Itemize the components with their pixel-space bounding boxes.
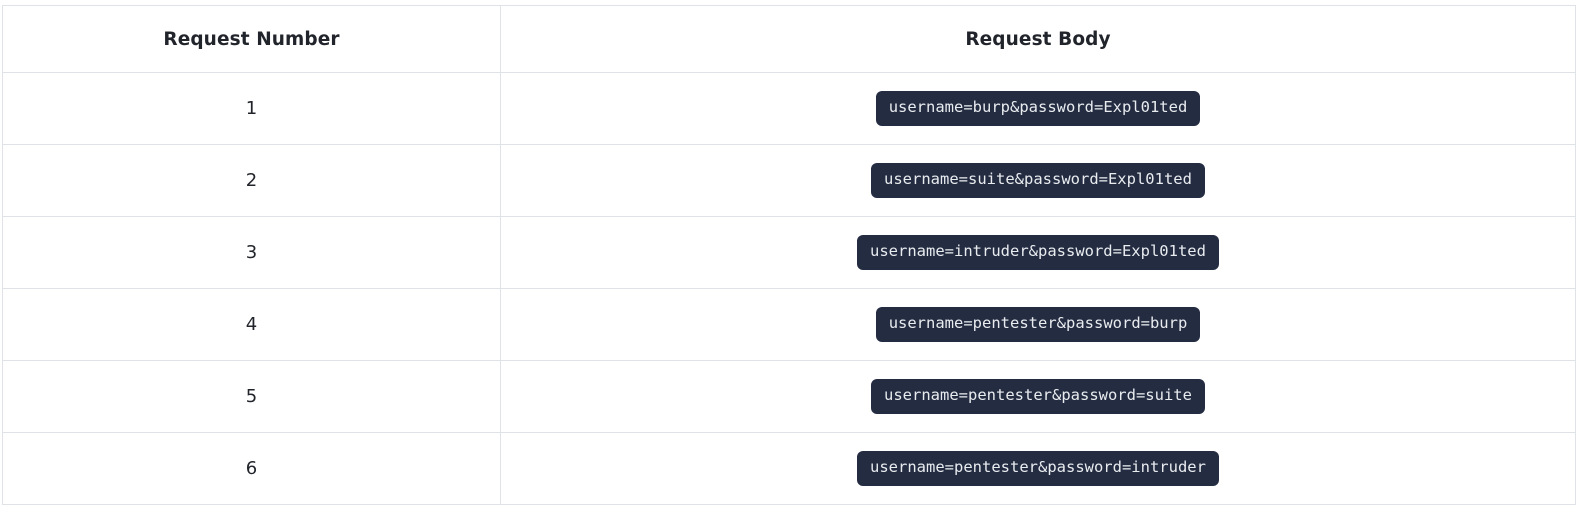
table-row: 5 username=pentester&password=suite — [2, 360, 1576, 433]
request-body-code-badge: username=pentester&password=burp — [875, 307, 1201, 342]
request-table: Request Number Request Body 1 username=b… — [2, 5, 1576, 505]
table-header-row: Request Number Request Body — [2, 5, 1576, 73]
table-row: 1 username=burp&password=Expl01ted — [2, 72, 1576, 145]
cell-request-body: username=pentester&password=burp — [500, 288, 1576, 361]
table-row: 6 username=pentester&password=intruder — [2, 432, 1576, 505]
request-body-code-badge: username=suite&password=Expl01ted — [871, 163, 1205, 198]
table-row: 3 username=intruder&password=Expl01ted — [2, 216, 1576, 289]
request-body-code-badge: username=burp&password=Expl01ted — [875, 91, 1201, 126]
cell-request-body: username=intruder&password=Expl01ted — [500, 216, 1576, 289]
cell-request-number: 5 — [2, 360, 501, 433]
table-row: 4 username=pentester&password=burp — [2, 288, 1576, 361]
table-header: Request Number Request Body — [2, 5, 1576, 73]
cell-request-body: username=suite&password=Expl01ted — [500, 144, 1576, 217]
cell-request-number: 6 — [2, 432, 501, 505]
request-body-code-badge: username=pentester&password=suite — [871, 379, 1205, 414]
cell-request-number: 2 — [2, 144, 501, 217]
column-header-request-number: Request Number — [2, 5, 501, 73]
cell-request-number: 3 — [2, 216, 501, 289]
cell-request-body: username=pentester&password=intruder — [500, 432, 1576, 505]
table-row: 2 username=suite&password=Expl01ted — [2, 144, 1576, 217]
request-body-code-badge: username=pentester&password=intruder — [857, 451, 1219, 486]
column-header-request-body: Request Body — [500, 5, 1576, 73]
cell-request-number: 1 — [2, 72, 501, 145]
cell-request-body: username=burp&password=Expl01ted — [500, 72, 1576, 145]
request-body-code-badge: username=intruder&password=Expl01ted — [857, 235, 1219, 270]
table-body: 1 username=burp&password=Expl01ted 2 use… — [2, 72, 1576, 505]
cell-request-number: 4 — [2, 288, 501, 361]
cell-request-body: username=pentester&password=suite — [500, 360, 1576, 433]
